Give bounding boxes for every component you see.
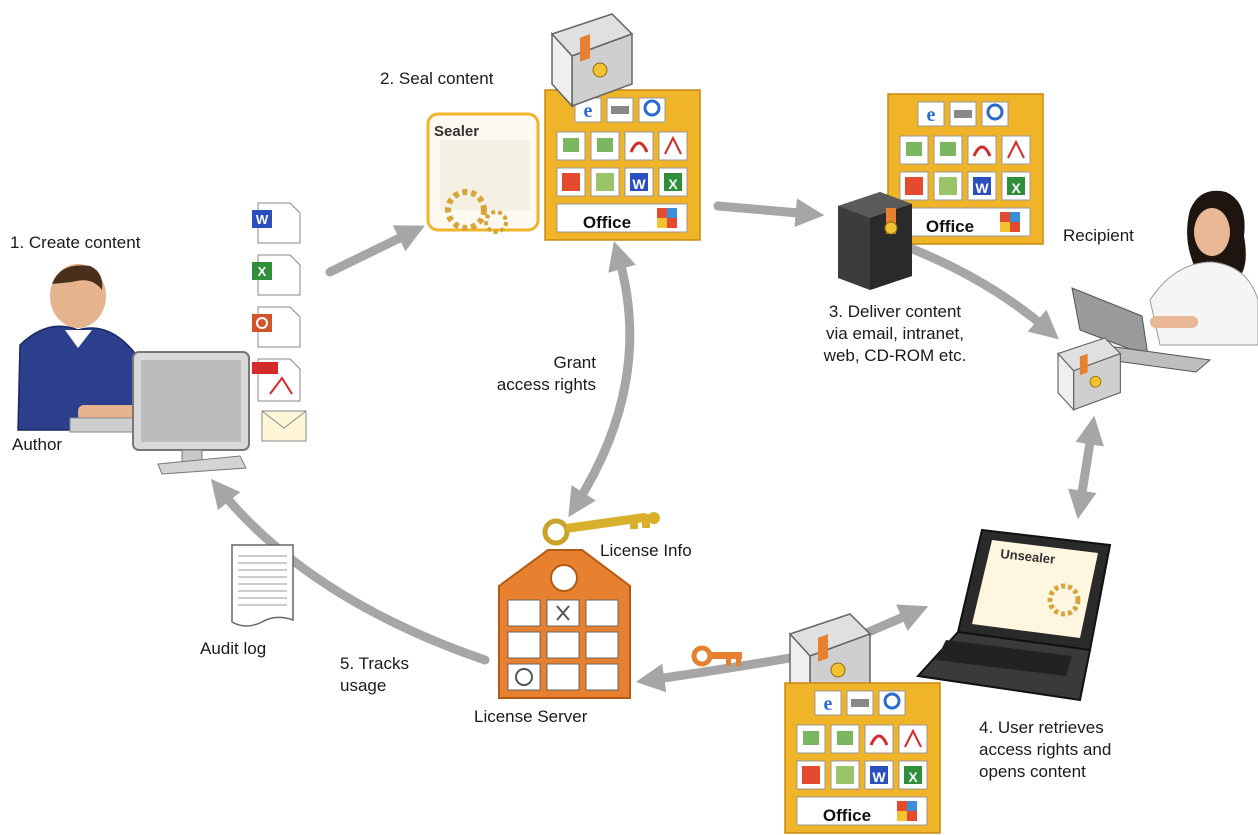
step-retrieve-label: 4. User retrieves access rights and open… xyxy=(979,718,1112,781)
grant-access-label: Grant access rights xyxy=(496,353,596,394)
sealer-panel: Sealer xyxy=(426,112,540,234)
license-key-icon xyxy=(542,512,660,546)
flow-arrows xyxy=(210,198,1104,693)
server-tower xyxy=(838,192,912,290)
author-figure xyxy=(17,264,250,475)
powerpoint-doc-icon xyxy=(252,306,301,348)
step-deliver-label: 3. Deliver content via email, intranet, … xyxy=(823,302,967,365)
small-key-icon xyxy=(691,645,742,667)
arrow-grant-access xyxy=(568,241,636,518)
retrieved-package: Office xyxy=(783,681,942,835)
pdf-doc-icon xyxy=(252,358,301,402)
office-logo-text: Office xyxy=(583,213,631,232)
audit-log-label: Audit log xyxy=(200,639,267,658)
svg-text:X: X xyxy=(258,264,267,279)
lock-box-recipient xyxy=(1057,337,1121,411)
sealed-package-top: Office xyxy=(543,88,702,242)
step-create-label: 1. Create content xyxy=(10,233,141,252)
recipient-figure xyxy=(1071,190,1258,373)
delivered-package: Office xyxy=(886,92,1045,246)
sealer-title: Sealer xyxy=(434,123,479,140)
license-server-tag xyxy=(498,549,631,699)
email-icon xyxy=(261,410,307,442)
license-server-label: License Server xyxy=(474,707,588,726)
step-tracks-label: 5. Tracks usage xyxy=(340,654,409,695)
arrow-rights-to-server xyxy=(635,653,795,693)
svg-text:W: W xyxy=(256,212,269,227)
audit-log-document xyxy=(231,544,294,627)
unsealer-title: Unsealer xyxy=(1000,546,1056,567)
arrow-recipient-unsealer xyxy=(1068,415,1104,520)
document-icons: W X xyxy=(252,202,307,442)
arrow-server-to-recipient xyxy=(905,243,1059,340)
unsealer-laptop: Unsealer xyxy=(915,528,1112,702)
author-label: Author xyxy=(12,435,63,454)
recipient-label: Recipient xyxy=(1063,226,1134,245)
arrow-author-to-sealer xyxy=(325,225,425,277)
arrow-package-to-server xyxy=(713,198,825,228)
step-seal-label: 2. Seal content xyxy=(380,69,494,88)
office-logo-text: Office xyxy=(823,806,871,825)
license-info-label: License Info xyxy=(600,541,692,560)
word-doc-icon: W xyxy=(252,202,301,244)
office-logo-text: Office xyxy=(926,217,974,236)
excel-doc-icon: X xyxy=(252,254,301,296)
arrow-server-to-author xyxy=(210,478,490,665)
